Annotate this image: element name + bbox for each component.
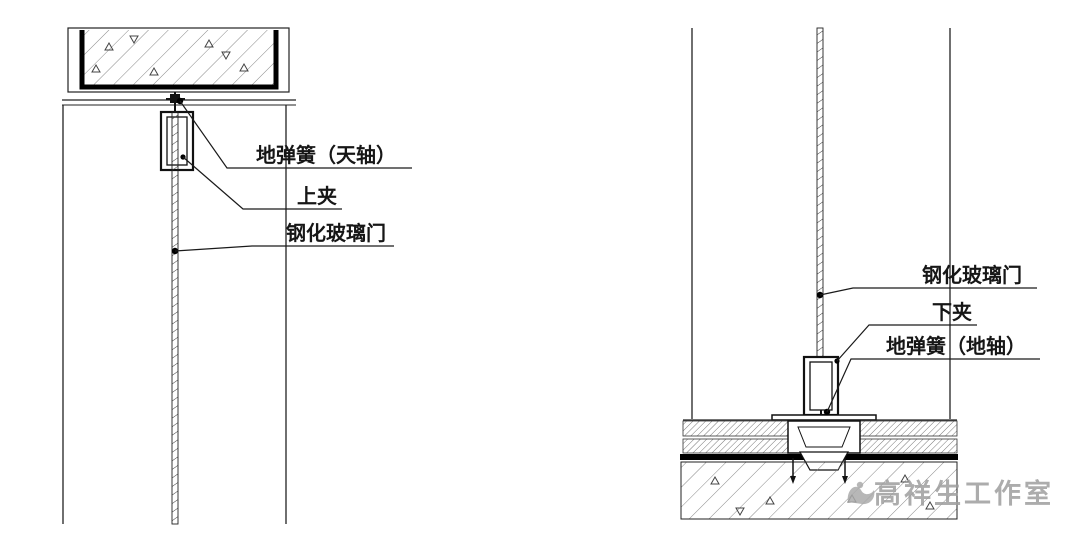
leader-line (819, 287, 1037, 296)
annotation-floor-spring-bottom: 地弹簧（地轴） (826, 334, 1040, 413)
leader-line (836, 324, 977, 362)
label-floor-spring-top: 地弹簧（天轴） (256, 143, 396, 167)
watermark-text: 高祥生工作室 (874, 478, 1054, 509)
floor-spring-body (787, 420, 861, 454)
annotation-glass-door-left: 钢化玻璃门 (174, 221, 394, 252)
beam-concrete-hatch (84, 30, 274, 85)
label-bottom-clamp: 下夹 (932, 301, 972, 324)
floor-spring-cover-plate (771, 414, 877, 421)
glass-door-leaf (171, 111, 179, 525)
leader-line (174, 245, 394, 252)
label-floor-spring-bottom: 地弹簧（地轴） (886, 334, 1026, 358)
leader-line (826, 358, 1040, 413)
leader-line (182, 156, 342, 210)
anchor-pins (790, 458, 848, 484)
right-detail: 钢化玻璃门 下夹 地弹簧（地轴） (680, 27, 1040, 520)
label-glass-door-left: 钢化玻璃门 (286, 221, 386, 245)
label-top-clamp: 上夹 (297, 185, 337, 208)
ceiling-beam-section (67, 27, 290, 93)
watermark: 高祥生工作室 (847, 478, 1054, 509)
annotation-bottom-clamp: 下夹 (836, 301, 977, 362)
floor-slab-section (680, 461, 958, 520)
annotation-floor-spring-top: 地弹簧（天轴） (179, 100, 412, 169)
annotation-glass-door-right: 钢化玻璃门 (819, 263, 1037, 296)
floor-layers (682, 419, 958, 454)
annotation-top-clamp: 上夹 (182, 156, 342, 210)
watermark-logo (847, 481, 875, 505)
aggregate-triangles (91, 35, 249, 76)
bottom-clamp (802, 355, 840, 421)
label-glass-door-right: 钢化玻璃门 (922, 263, 1022, 287)
left-detail: 地弹簧（天轴） 上夹 钢化玻璃门 (62, 27, 412, 525)
leader-line (179, 100, 412, 169)
beam-channel (79, 30, 279, 90)
